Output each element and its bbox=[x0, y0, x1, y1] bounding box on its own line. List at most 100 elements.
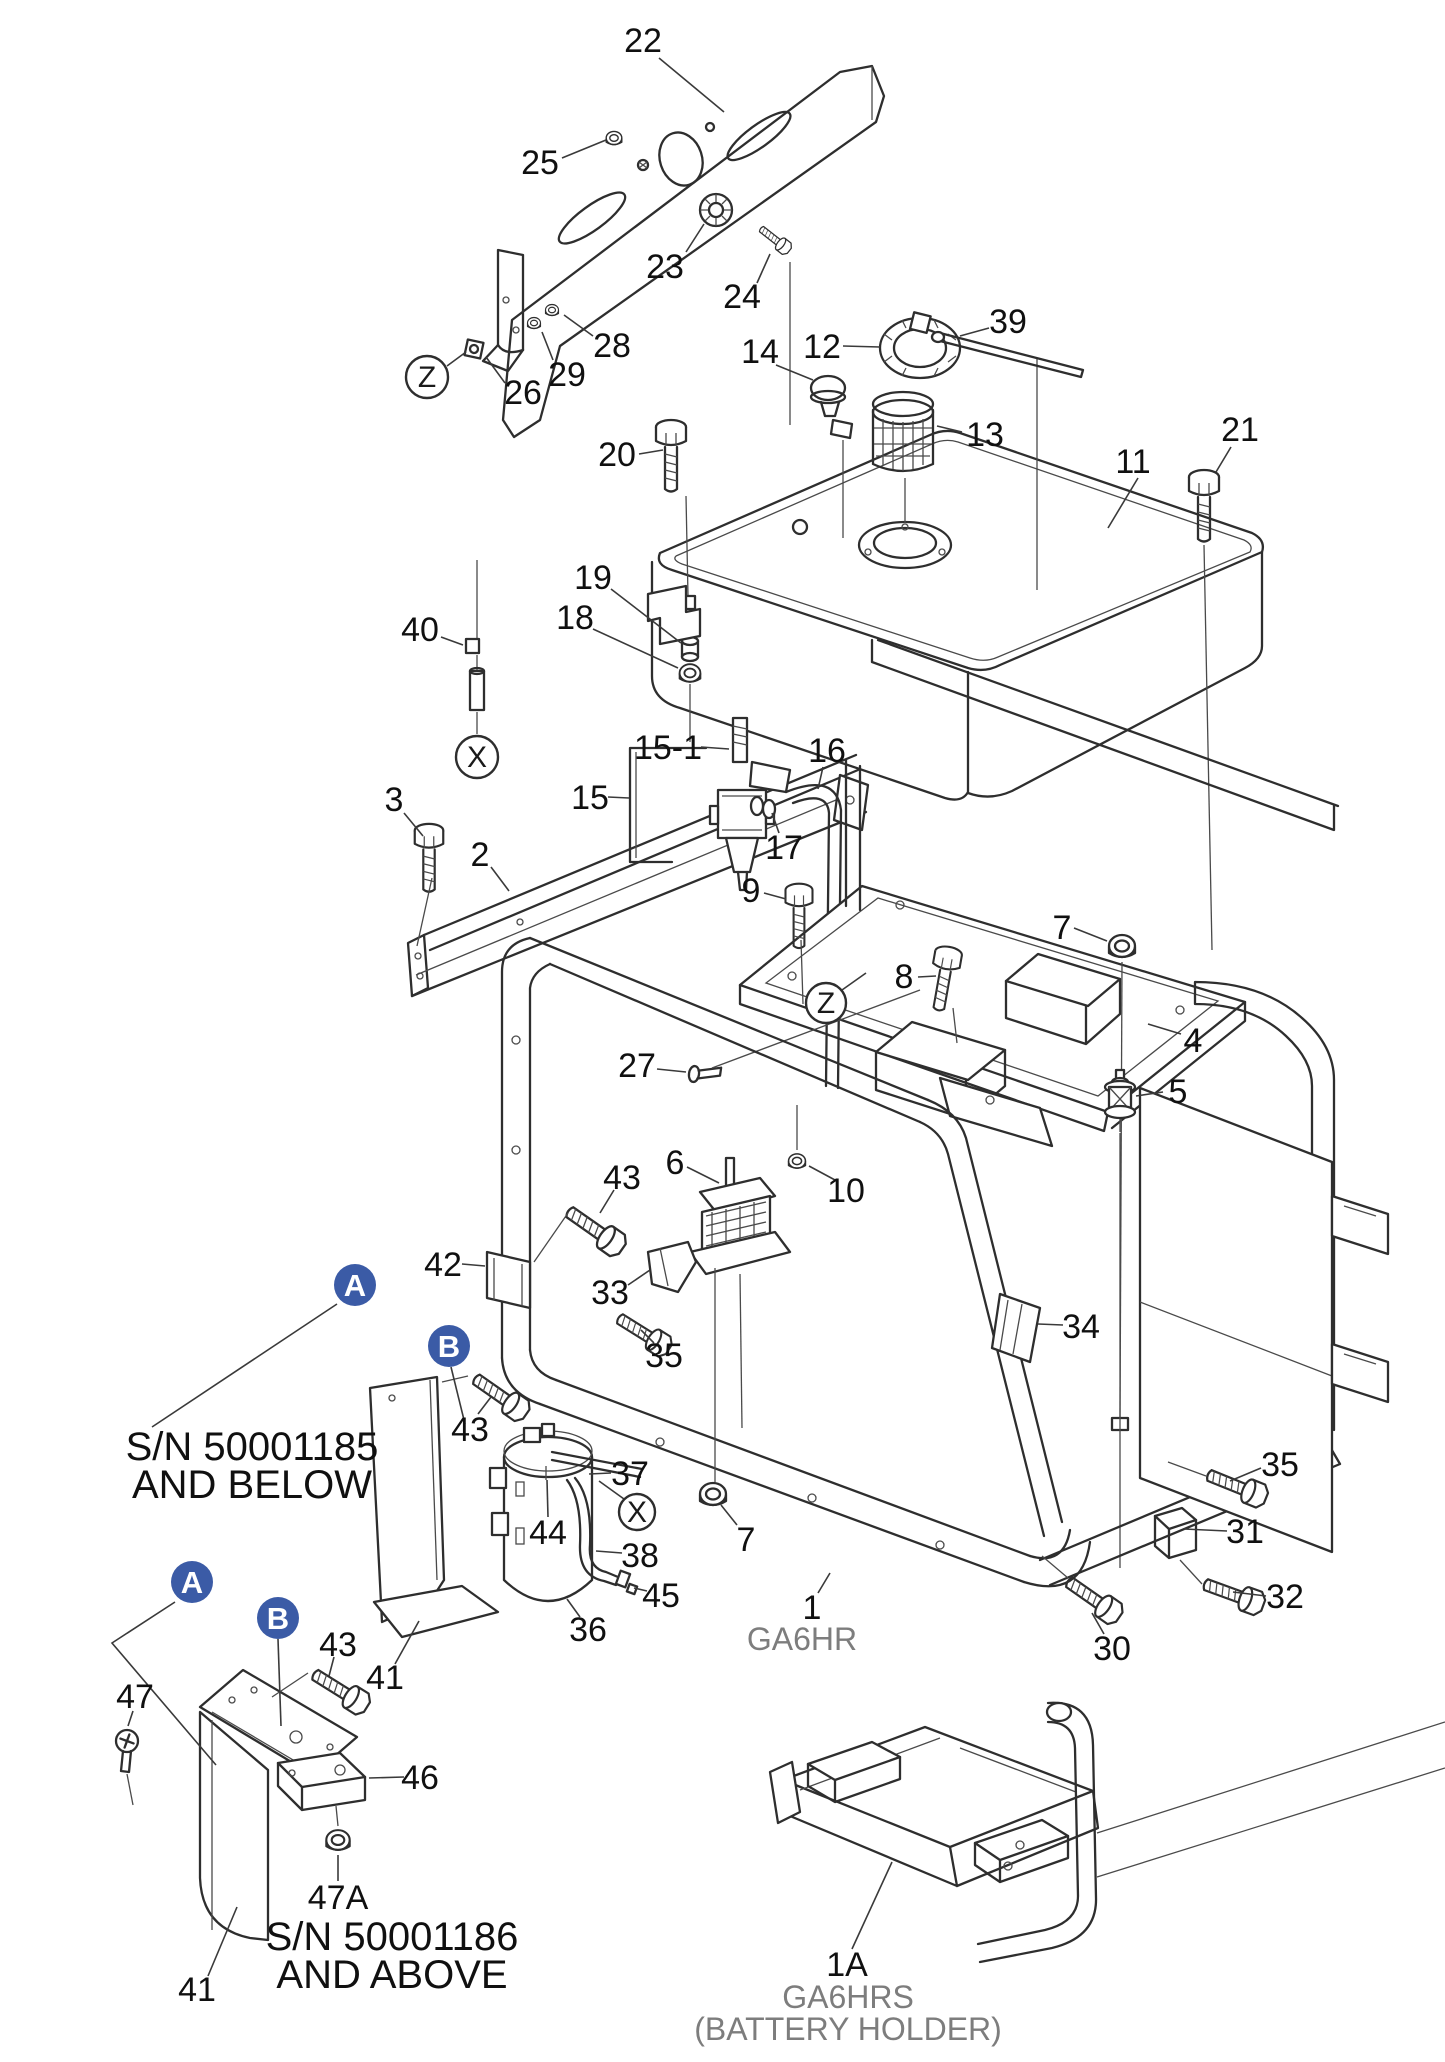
badge-letter: X bbox=[627, 1496, 647, 1529]
callout-label-1A-54: 1A bbox=[826, 1946, 868, 1984]
reference-badge-A-4: A bbox=[334, 1264, 376, 1306]
badge-leader-Z-0 bbox=[446, 351, 467, 367]
callout-leader-27-28 bbox=[656, 1068, 687, 1073]
callout-leader-30-39 bbox=[1091, 1612, 1105, 1635]
callout-leader-21-12 bbox=[1215, 446, 1232, 473]
callout-label-36-44: 36 bbox=[569, 1611, 607, 1649]
callout-leader-28-4 bbox=[563, 314, 594, 337]
callout-leader-33-33 bbox=[627, 1269, 651, 1286]
callout-label-43-47: 43 bbox=[451, 1411, 489, 1449]
callout-label-47A-52: 47A bbox=[308, 1879, 369, 1917]
main-frame-drawing bbox=[485, 758, 1390, 1629]
callout-leader-13-10 bbox=[936, 425, 963, 433]
badge-letter: X bbox=[467, 741, 487, 774]
callout-leader-24-3 bbox=[756, 253, 771, 284]
callout-leader-7-45 bbox=[720, 1504, 738, 1526]
callout-label-11-11: 11 bbox=[1115, 443, 1150, 481]
badge-letter: B bbox=[438, 1329, 460, 1364]
callout-leader-40-14 bbox=[440, 636, 464, 646]
badge-circle-outline bbox=[454, 734, 500, 780]
callout-leader-37-40 bbox=[588, 1472, 612, 1475]
badge-letter: A bbox=[181, 1565, 203, 1600]
callout-leader-31-37 bbox=[1183, 1528, 1228, 1532]
callout-label-3-21: 3 bbox=[385, 781, 404, 819]
callout-leader-5-27 bbox=[1135, 1091, 1164, 1097]
callout-label-44-41: 44 bbox=[529, 1514, 567, 1552]
callout-label-18-16: 18 bbox=[556, 599, 594, 637]
reference-badge-A-6: A bbox=[171, 1561, 213, 1603]
model-label-line-0: GA6HR bbox=[747, 1621, 857, 1657]
callout-label-40-14: 40 bbox=[401, 611, 439, 649]
badge-circle-solid bbox=[334, 1264, 376, 1306]
callout-label-12-8: 12 bbox=[803, 328, 841, 366]
callout-leader-6-29 bbox=[686, 1166, 720, 1184]
sn-below-note-line-1: AND BELOW bbox=[132, 1463, 372, 1507]
callout-leader-1-46 bbox=[817, 1572, 831, 1594]
callout-label-42-32: 42 bbox=[424, 1246, 462, 1284]
badge-circle-solid bbox=[171, 1561, 213, 1603]
callout-leader-45-43 bbox=[633, 1587, 648, 1592]
callout-leader-15-18 bbox=[607, 796, 630, 799]
sn-above-note-line-1: AND ABOVE bbox=[276, 1953, 507, 1997]
callout-label-22-0: 22 bbox=[624, 22, 662, 60]
badge-circle-solid bbox=[428, 1325, 470, 1367]
badge-circle-outline bbox=[617, 1492, 657, 1532]
callout-leader-7-24 bbox=[1073, 927, 1108, 942]
battery-holder-label-line-0: GA6HRS bbox=[782, 1979, 914, 2015]
badge-leader-B-5 bbox=[450, 1366, 466, 1425]
callout-label-32-38: 32 bbox=[1266, 1578, 1304, 1616]
callout-label-13-10: 13 bbox=[966, 416, 1004, 454]
callout-leader-17-20 bbox=[771, 812, 780, 834]
callout-leader-11-11 bbox=[1107, 477, 1139, 529]
badge-letter: Z bbox=[817, 987, 835, 1020]
callout-label-20-13: 20 bbox=[598, 436, 636, 474]
callout-label-15-1-17: 15-1 bbox=[634, 729, 702, 767]
reference-badge-Z-0: Z bbox=[404, 354, 450, 400]
callout-label-8-25: 8 bbox=[895, 958, 914, 996]
mud-flap-new-drawing bbox=[114, 1662, 375, 1942]
reference-badge-X-3: X bbox=[617, 1492, 657, 1532]
badge-circle-outline bbox=[804, 981, 848, 1025]
callout-label-15-18: 15 bbox=[571, 779, 609, 817]
callout-leader-19-15 bbox=[610, 588, 682, 644]
callout-label-45-43: 45 bbox=[642, 1577, 680, 1615]
callout-label-35-36: 35 bbox=[1261, 1446, 1299, 1484]
callout-label-1-46: 1 bbox=[803, 1589, 822, 1627]
callout-label-7-45: 7 bbox=[737, 1521, 756, 1559]
callout-leader-35-35 bbox=[640, 1329, 655, 1344]
handle-bracket-drawing bbox=[463, 64, 886, 439]
sn-below-note-line-0: S/N 50001185 bbox=[126, 1425, 379, 1469]
callout-label-41-53: 41 bbox=[178, 1971, 216, 2009]
callout-label-43-49: 43 bbox=[319, 1626, 357, 1664]
callout-leader-42-32 bbox=[461, 1263, 486, 1267]
callout-leader-10-30 bbox=[808, 1165, 836, 1181]
callout-leader-16-19 bbox=[817, 766, 824, 790]
callout-label-10-30: 10 bbox=[827, 1172, 865, 1210]
callout-label-24-3: 24 bbox=[723, 278, 761, 316]
callout-label-46-51: 46 bbox=[401, 1759, 439, 1797]
badge-letter: A bbox=[344, 1268, 366, 1303]
mud-flap-old-drawing bbox=[368, 1366, 535, 1639]
callout-leader-46-51 bbox=[368, 1776, 405, 1779]
battery-holder-drawing bbox=[768, 1701, 1445, 1964]
callout-label-17-20: 17 bbox=[765, 829, 803, 867]
callout-label-16-19: 16 bbox=[808, 732, 846, 770]
callout-leader-15-1-17 bbox=[700, 746, 730, 750]
model-label: GA6HR bbox=[747, 1621, 857, 1657]
callout-label-19-15: 19 bbox=[574, 559, 612, 597]
callout-label-2-22: 2 bbox=[471, 836, 490, 874]
callout-leader-2-22 bbox=[490, 866, 510, 892]
callout-leader-23-2 bbox=[685, 223, 705, 253]
callout-label-23-2: 23 bbox=[646, 248, 684, 286]
callout-label-28-4: 28 bbox=[593, 327, 631, 365]
reference-badge-B-7: B bbox=[257, 1597, 299, 1639]
mounting-hardware-top-drawing bbox=[464, 418, 1221, 951]
callout-label-6-29: 6 bbox=[666, 1144, 685, 1182]
reference-badge-B-5: B bbox=[428, 1325, 470, 1367]
callout-leader-41-48 bbox=[394, 1620, 420, 1665]
callout-leader-18-16 bbox=[592, 628, 679, 669]
